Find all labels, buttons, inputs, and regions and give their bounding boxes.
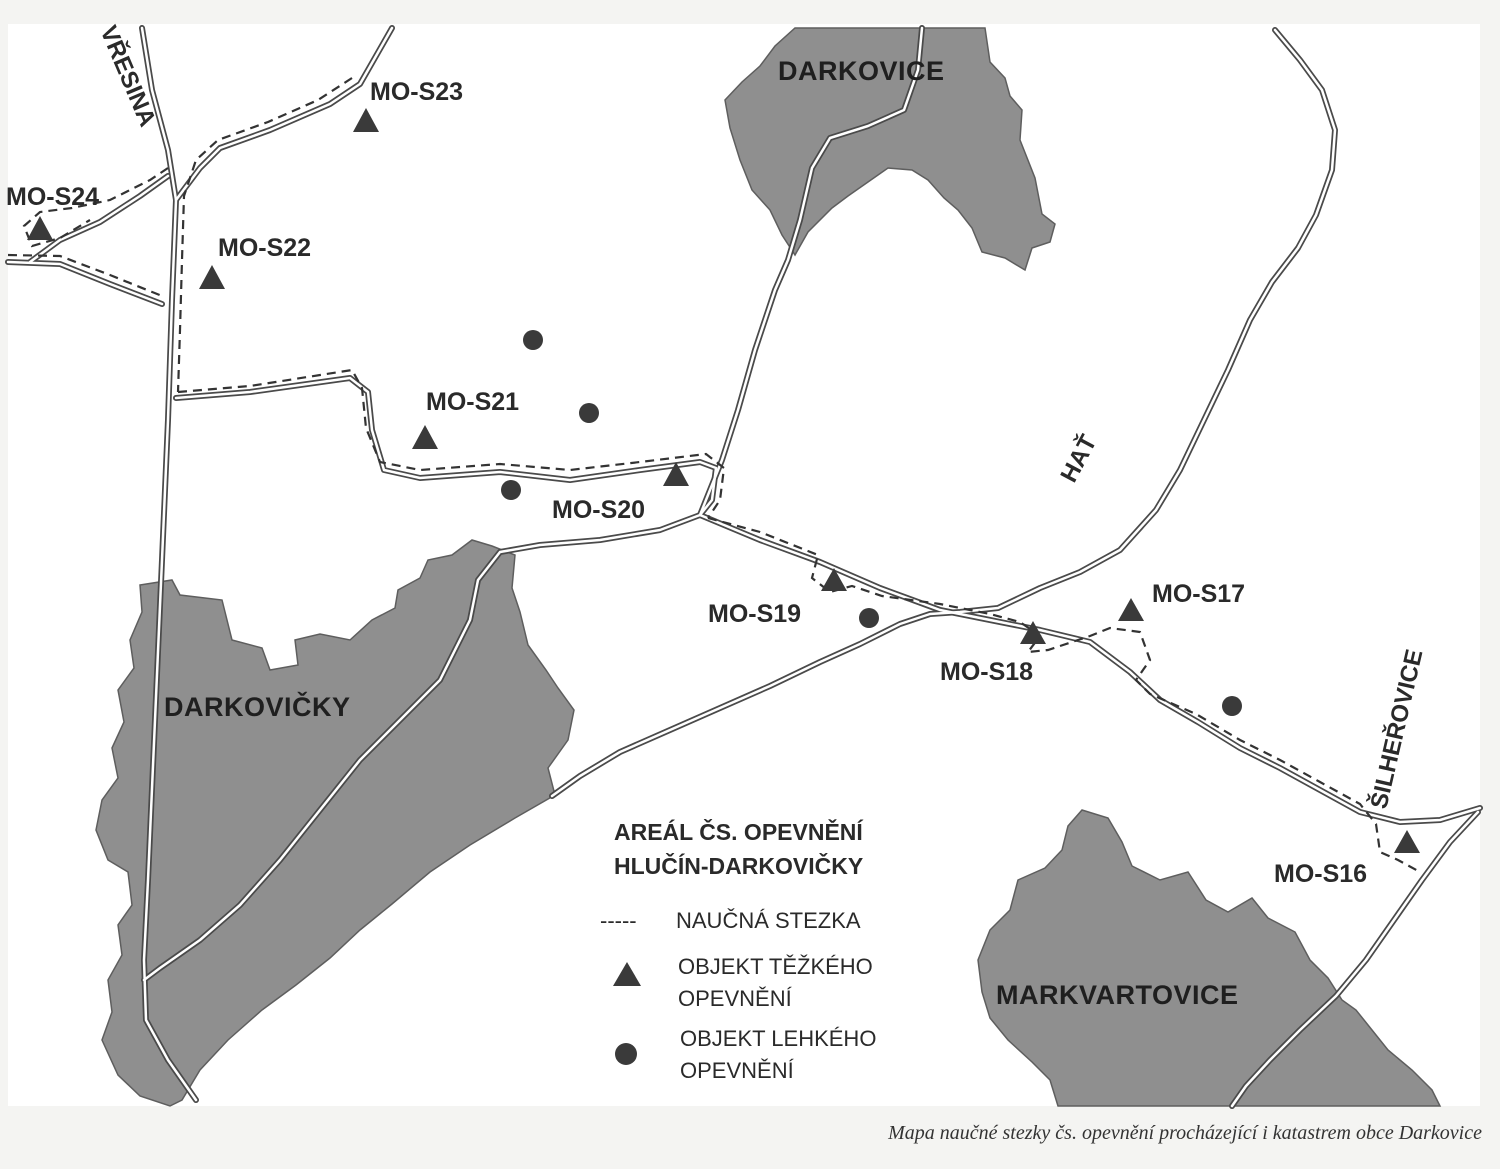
triangle-marker-mo-s17: [1118, 598, 1144, 621]
triangle-marker-mo-s23: [353, 108, 379, 132]
educational-trail: [7, 77, 1421, 873]
object-label-mo-s16: MO-S16: [1274, 860, 1367, 888]
triangle-marker-mo-s18: [1020, 621, 1046, 644]
town-label-markvartovice: MARKVARTOVICE: [996, 980, 1239, 1010]
legend-heavy-label-line1: OBJEKT TĚŽKÉHO: [678, 954, 873, 979]
object-label-mo-s18: MO-S18: [940, 658, 1033, 686]
object-label-mo-s20: MO-S20: [552, 496, 645, 524]
town-areas: [95, 27, 1442, 1107]
town-label-darkovicky: DARKOVIČKY: [164, 691, 351, 722]
circle-marker: [859, 608, 879, 628]
road-vresina-main-center: [140, 26, 198, 1102]
road-mo-s24-center: [6, 260, 164, 306]
object-label-mo-s23: MO-S23: [370, 78, 463, 106]
triangle-marker-mo-s16: [1394, 830, 1420, 853]
legend-title-line2: HLUČÍN-DARKOVIČKY: [614, 852, 863, 879]
object-labels: MO-S16 MO-S17 MO-S18 MO-S19 MO-S20 MO-S2…: [6, 78, 1367, 888]
circle-marker: [501, 480, 521, 500]
legend-light-label-line1: OBJEKT LEHKÉHO: [680, 1026, 876, 1051]
legend-trail-symbol: -----: [600, 908, 637, 933]
triangle-marker-mo-s22: [199, 265, 225, 289]
road-hat-center: [550, 28, 1337, 798]
circle-marker: [579, 403, 599, 423]
road-darkovice-diagonal-center: [142, 26, 924, 982]
object-label-mo-s17: MO-S17: [1152, 580, 1245, 608]
heavy-fortification-markers: [27, 108, 1420, 853]
triangle-marker-mo-s21: [412, 425, 438, 449]
town-area-markvartovice: [977, 809, 1442, 1107]
legend-light-label-line2: OPEVNĚNÍ: [680, 1058, 795, 1083]
object-label-mo-s19: MO-S19: [708, 600, 801, 628]
road-mo-s23-center: [174, 26, 394, 202]
town-area-darkovice: [724, 27, 1056, 272]
circle-marker: [1222, 696, 1242, 716]
road-markvartovice-center: [1230, 810, 1480, 1108]
legend-heavy-label-line2: OPEVNĚNÍ: [678, 986, 793, 1011]
road-mo-s24-branch-center: [28, 174, 170, 264]
light-fortification-markers: [501, 330, 1242, 716]
map-legend: AREÁL ČS. OPEVNĚNÍ HLUČÍN-DARKOVIČKY ---…: [600, 818, 876, 1083]
town-labels: DARKOVICE DARKOVIČKY MARKVARTOVICE: [164, 56, 1239, 1010]
town-area-darkovicky: [95, 539, 575, 1107]
legend-triangle-icon: [613, 962, 641, 986]
triangle-marker-mo-s24: [27, 216, 53, 240]
legend-title-line1: AREÁL ČS. OPEVNĚNÍ: [614, 818, 863, 845]
town-label-darkovice: DARKOVICE: [778, 56, 945, 86]
legend-circle-icon: [615, 1043, 637, 1065]
triangle-marker-mo-s19: [821, 568, 847, 591]
road-mo-s21-loop-center: [174, 376, 718, 517]
trail-segment-loop: [177, 368, 726, 519]
trail-segment-mo-s24: [7, 167, 169, 298]
object-label-mo-s21: MO-S21: [426, 388, 519, 416]
map-caption: Mapa naučné stezky čs. opevnění procháze…: [888, 1122, 1482, 1144]
object-label-mo-s24: MO-S24: [6, 183, 99, 211]
triangle-marker-mo-s20: [663, 462, 689, 486]
circle-marker: [523, 330, 543, 350]
legend-trail-label: NAUČNÁ STEZKA: [676, 908, 861, 933]
object-label-mo-s22: MO-S22: [218, 234, 311, 262]
